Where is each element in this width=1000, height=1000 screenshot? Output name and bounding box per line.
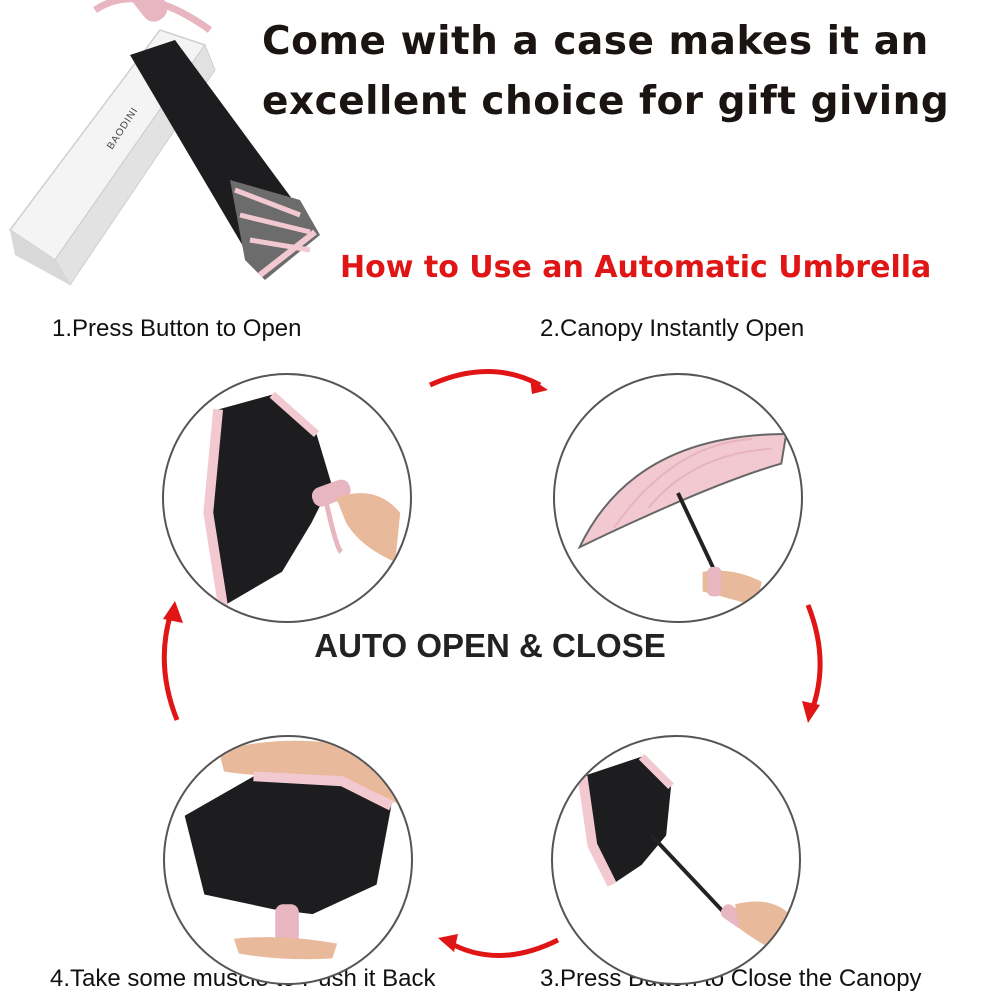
product-box-umbrella-image: BAODINI xyxy=(8,0,320,286)
folded-umbrella xyxy=(93,0,320,280)
step-4-photo xyxy=(163,735,413,985)
arrow-down-right xyxy=(802,604,823,723)
arrow-left-bottom xyxy=(438,934,560,958)
headline-line-1: Come with a case makes it an xyxy=(262,19,929,64)
step-2-label: 2.Canopy Instantly Open xyxy=(540,315,805,342)
arrow-up-left xyxy=(161,601,183,721)
step-1-photo xyxy=(162,373,412,623)
arrow-right-top xyxy=(428,369,548,394)
auto-open-close-label: AUTO OPEN & CLOSE xyxy=(314,627,666,664)
headline: Come with a case makes it an excellent c… xyxy=(262,12,992,132)
howto-title: How to Use an Automatic Umbrella xyxy=(340,250,932,285)
step-2-photo xyxy=(553,373,803,623)
step-1-label: 1.Press Button to Open xyxy=(52,315,302,342)
step-3-photo xyxy=(551,735,801,985)
headline-line-2: excellent choice for gift giving xyxy=(262,79,950,124)
